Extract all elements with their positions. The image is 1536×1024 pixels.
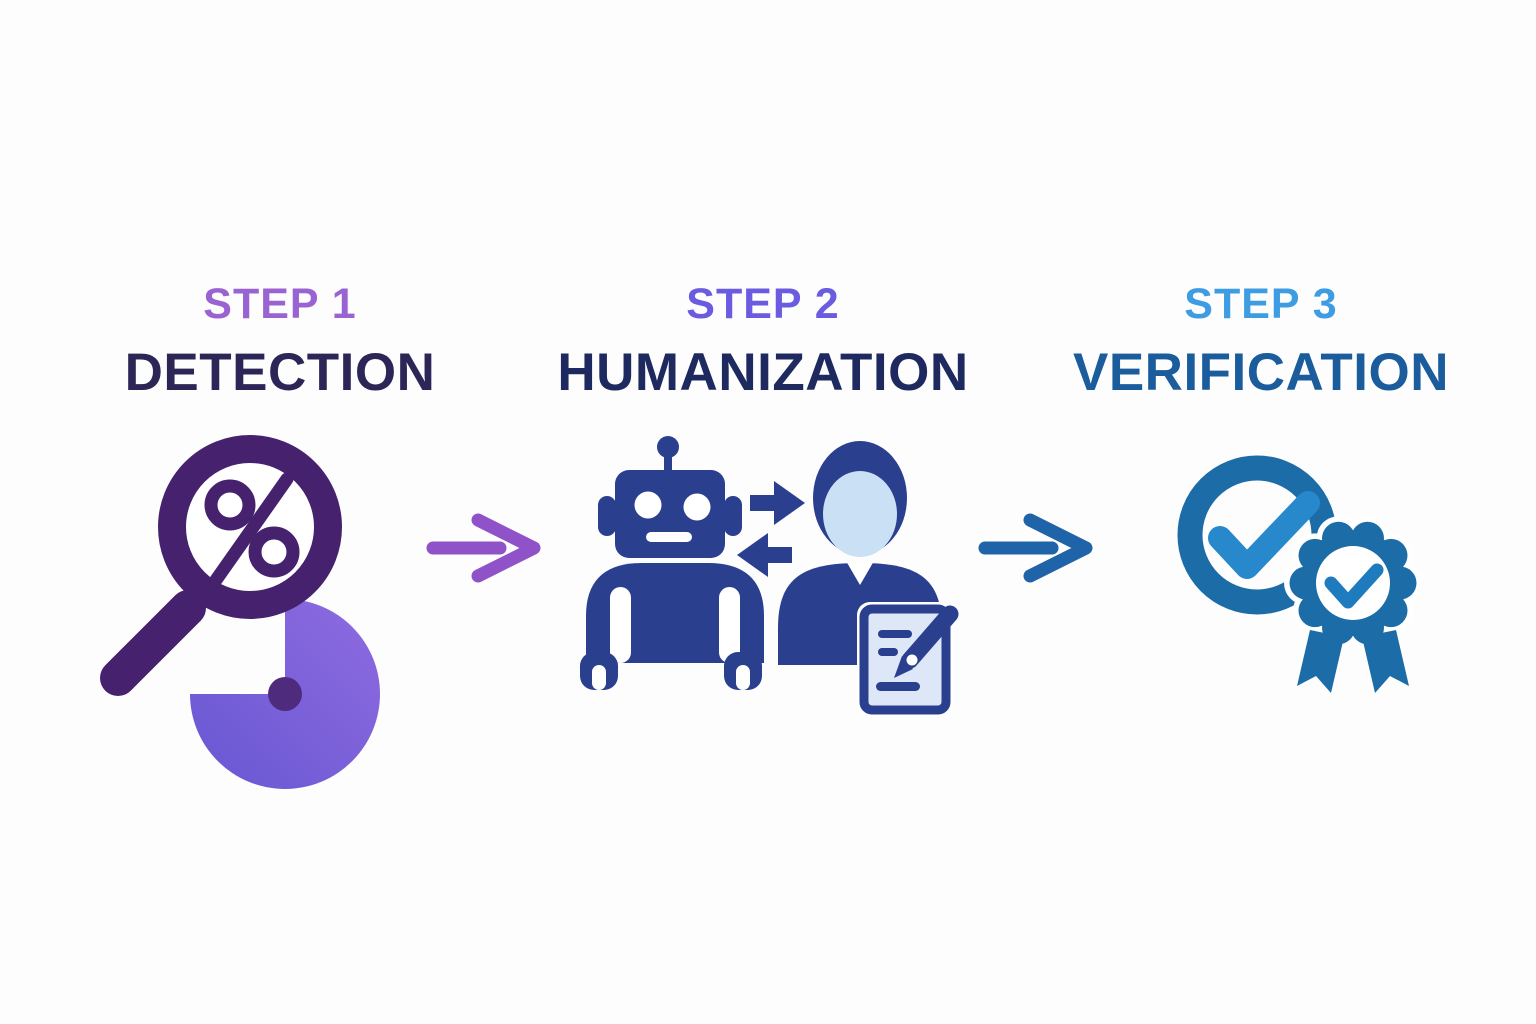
step-label: STEP 3 [1184, 280, 1338, 328]
step-title: HUMANIZATION [557, 343, 969, 402]
magnifier-percent-pie-icon [100, 435, 380, 789]
step-label: STEP 1 [203, 280, 357, 328]
verification-badge-icon [1177, 455, 1422, 693]
step-title: DETECTION [124, 343, 436, 402]
step-column-humanization: STEP 2 HUMANIZATION [553, 280, 973, 402]
robot-human-exchange-icon [580, 436, 959, 717]
flow-arrow-icon [978, 513, 1093, 583]
document-pen-icon [857, 602, 959, 717]
rosette-check-shape [1324, 563, 1384, 609]
flow-arrow-icon [426, 513, 541, 583]
rosette-inner-circle [1316, 546, 1390, 620]
step-column-detection: STEP 1 DETECTION [70, 280, 490, 402]
pie-chart-shape [190, 599, 380, 789]
magnifier-shape [100, 435, 342, 696]
step-title: VERIFICATION [1072, 343, 1450, 402]
exchange-arrows-icon [737, 481, 805, 577]
robot-shape [580, 436, 764, 690]
step-column-verification: STEP 3 VERIFICATION [1051, 280, 1471, 402]
step-label: STEP 2 [686, 280, 840, 328]
ribbon-tails-shape [1297, 630, 1409, 693]
